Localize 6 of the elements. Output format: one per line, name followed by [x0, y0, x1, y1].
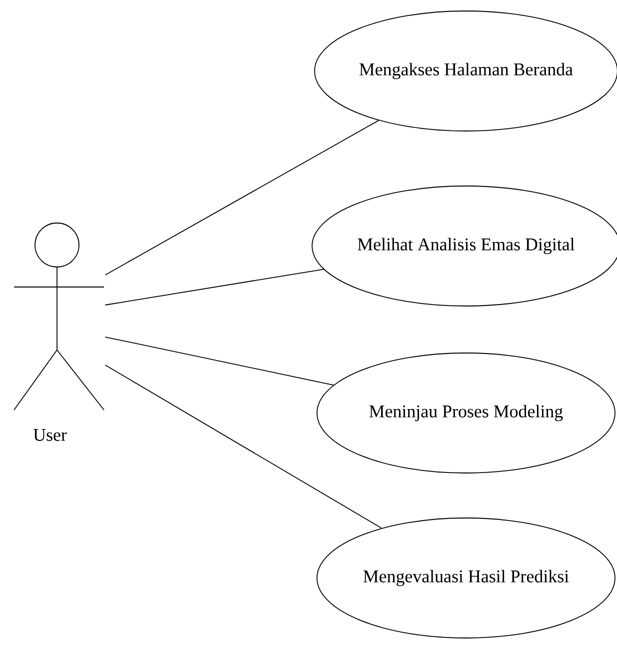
actor-figure: [14, 222, 104, 410]
association-line: [104, 120, 380, 276]
association-line: [104, 268, 324, 306]
association-line: [104, 364, 382, 529]
association-line: [104, 336, 334, 386]
actor-label: User: [33, 429, 67, 441]
